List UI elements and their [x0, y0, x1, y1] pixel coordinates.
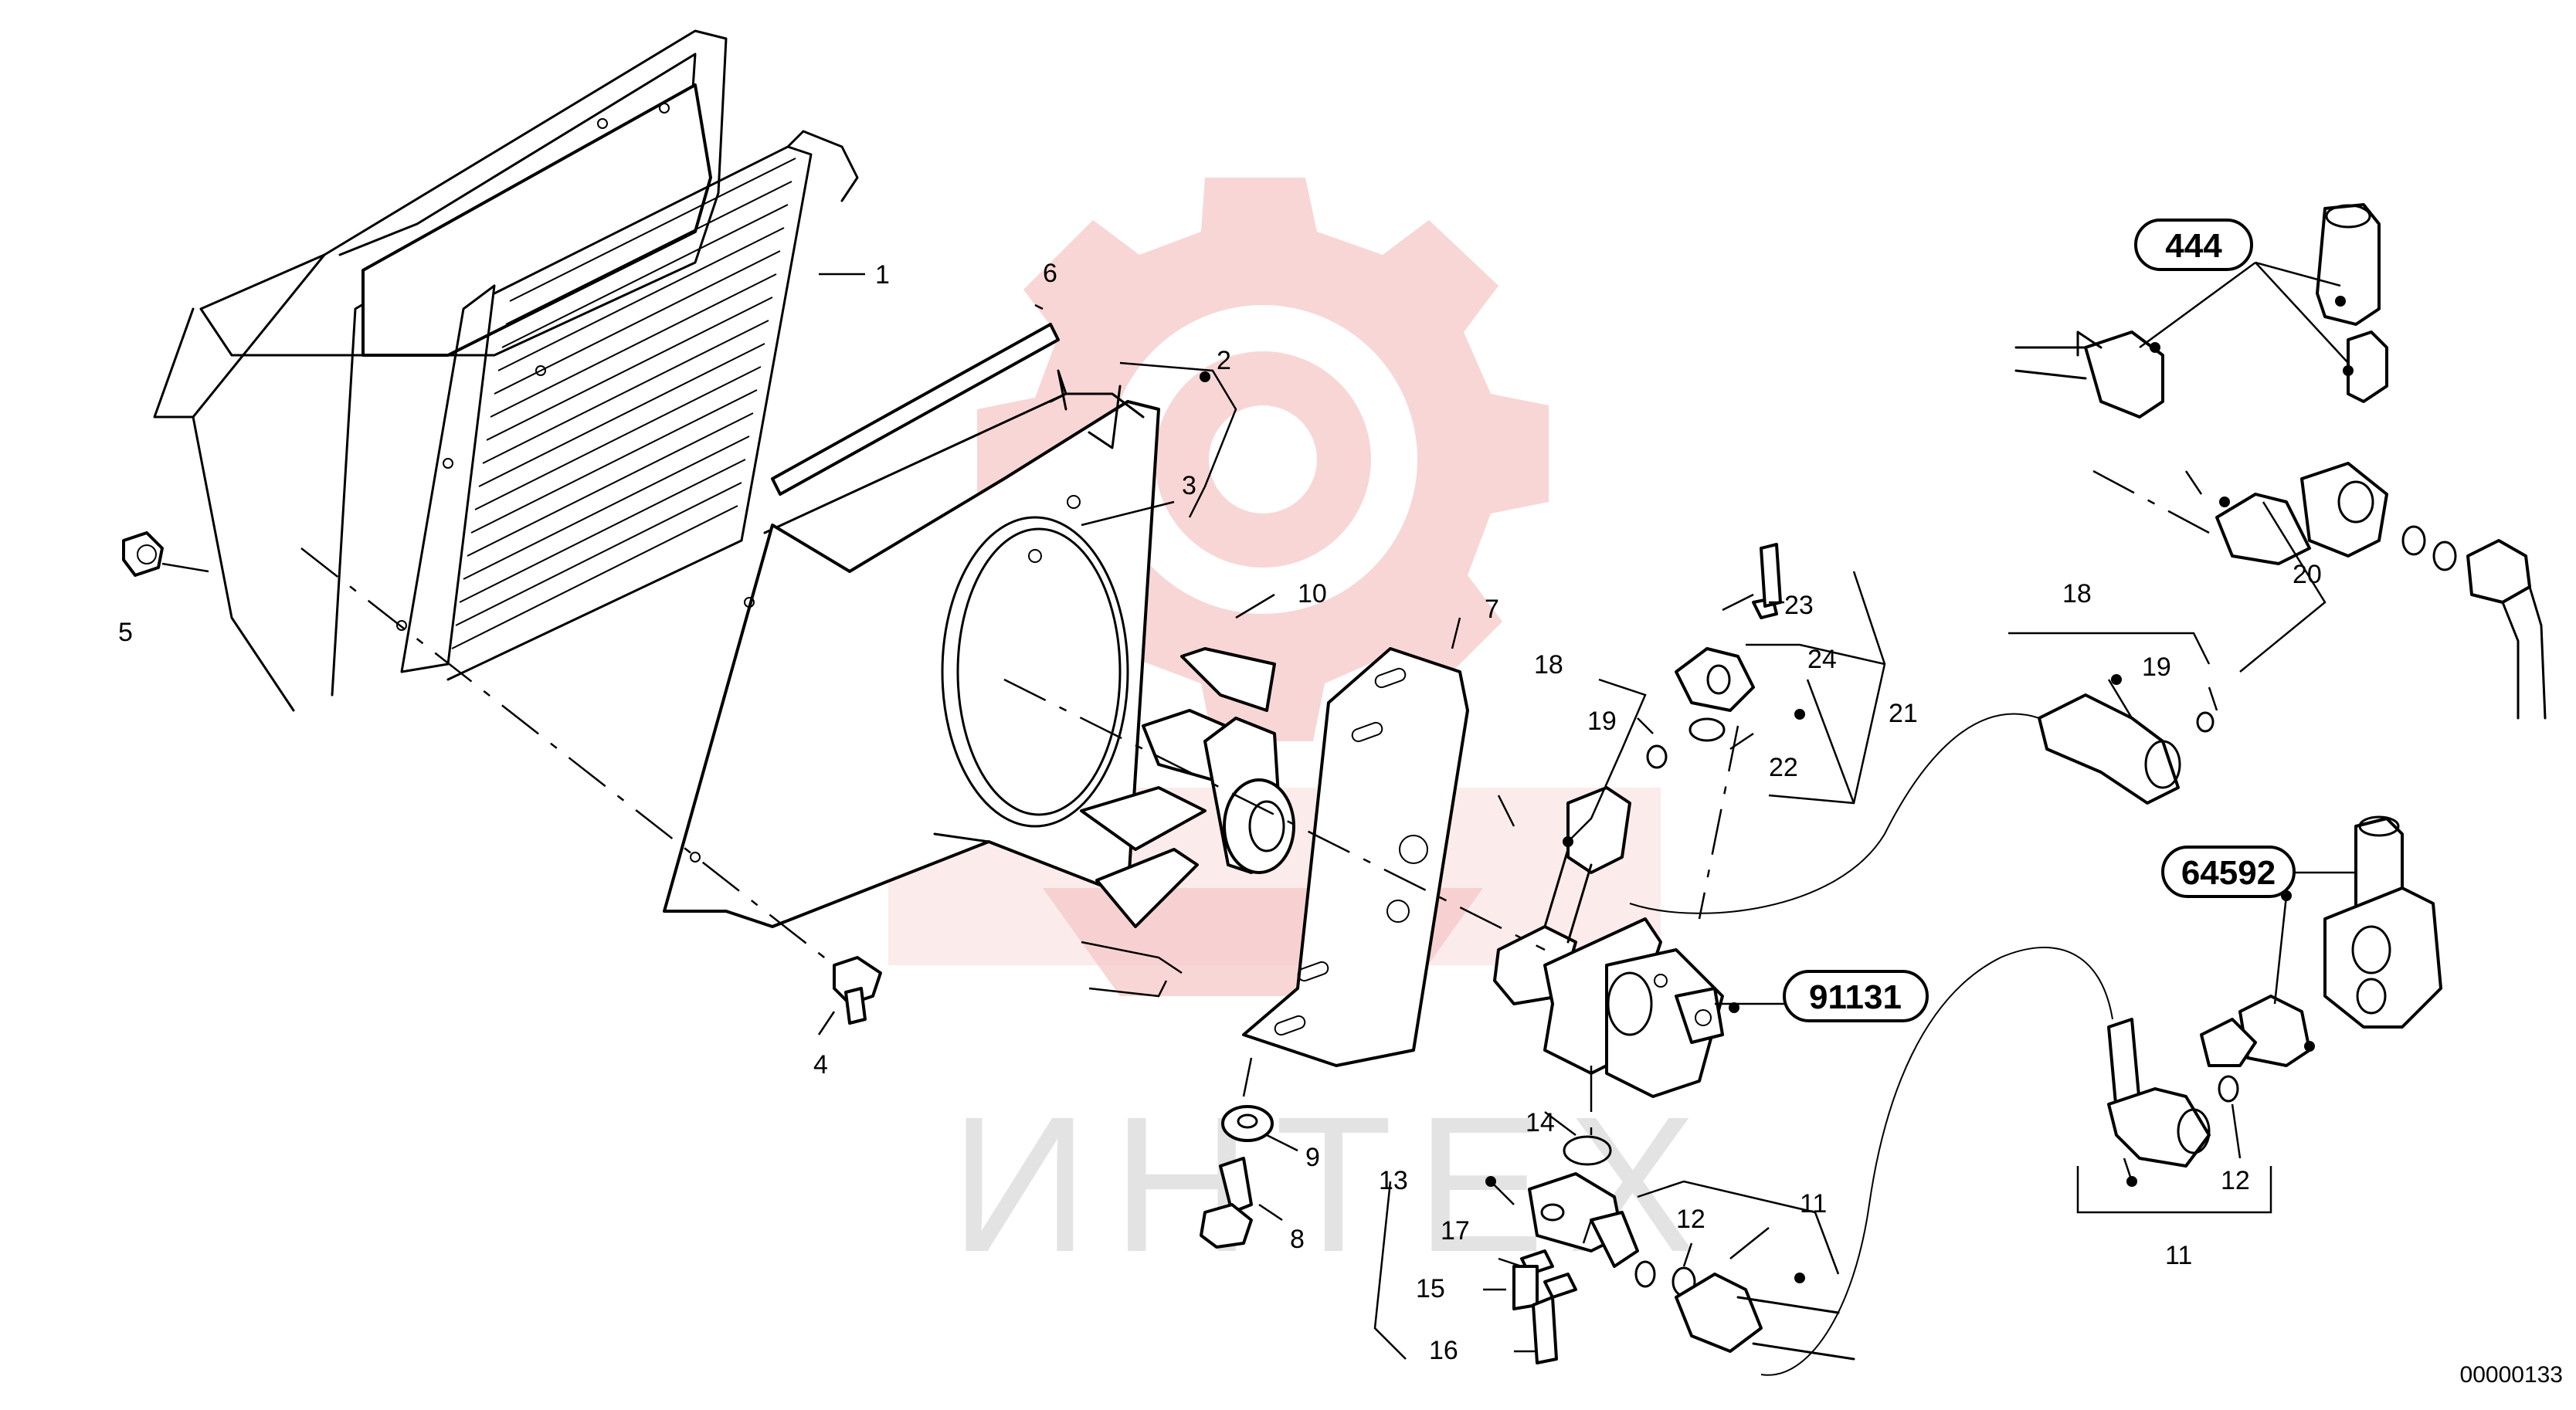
callout-14: 14	[1526, 1108, 1555, 1137]
callout-22: 22	[1769, 753, 1798, 782]
hose-part-18-right	[1629, 693, 2215, 914]
reference-91131: 91131	[1783, 970, 1929, 1022]
callout-19-left: 19	[1587, 707, 1617, 736]
callout-1: 1	[875, 260, 890, 290]
bolt-part-4	[833, 956, 882, 1025]
reference-444: 444	[2134, 219, 2253, 271]
flange-fitting-part-13	[1512, 1135, 1656, 1364]
nut-part-5	[122, 531, 164, 577]
callout-13: 13	[1379, 1166, 1408, 1195]
seal-strip-part-6	[771, 323, 1060, 496]
reference-91131-label: 91131	[1809, 978, 1902, 1016]
fan-shroud-part-2	[663, 369, 1160, 928]
callout-7: 7	[1485, 595, 1499, 624]
callout-8: 8	[1290, 1225, 1305, 1254]
callout-19-right: 19	[2142, 652, 2171, 682]
callout-23: 23	[1784, 591, 1814, 620]
callout-10: 10	[1298, 579, 1327, 608]
hose-part-11-right	[1760, 947, 2239, 1376]
callout-11-right: 11	[2165, 1241, 2192, 1270]
reference-64592-label: 64592	[2181, 854, 2276, 892]
washer-part-9	[1221, 1105, 1274, 1142]
reference-444-label: 444	[2165, 227, 2222, 265]
fittings-group-444	[2014, 203, 2547, 720]
valve-64592	[2200, 815, 2442, 1067]
watermark-text: ИНТЕХ	[950, 1076, 1719, 1292]
elbow-fitting-part-21	[1675, 543, 1782, 742]
bracket-part-7	[1242, 647, 1469, 1067]
callout-21: 21	[1889, 699, 1918, 728]
leader-dots	[1200, 296, 2354, 1283]
callout-4: 4	[813, 1050, 828, 1080]
callout-24: 24	[1807, 645, 1837, 674]
assembly-center-lines	[300, 469, 2210, 1143]
callout-15: 15	[1416, 1274, 1445, 1303]
callout-20: 20	[2293, 560, 2322, 589]
reference-64592: 64592	[2161, 846, 2296, 898]
callout-3: 3	[1182, 471, 1196, 500]
bolt-part-8	[1200, 1157, 1253, 1249]
hose-part-18-left	[1543, 744, 1668, 944]
callout-18-left: 18	[1534, 650, 1563, 680]
callout-12-bottom: 12	[1676, 1205, 1705, 1234]
callout-5: 5	[118, 618, 133, 647]
leader-lines	[161, 261, 2356, 1360]
callout-17: 17	[1441, 1216, 1470, 1246]
hydraulic-pump-91131	[1493, 917, 1724, 1098]
hose-part-11-bottom	[1672, 1266, 1855, 1361]
fan-part-10	[1080, 647, 1295, 928]
callout-6: 6	[1043, 259, 1057, 288]
callout-18-right: 18	[2062, 579, 2092, 608]
callout-labels: 1 2 3 4 5 6 7 8 9 10 11 11 12 12 13 14 1…	[118, 259, 2322, 1365]
radiator-part-1	[153, 29, 859, 712]
drawing-number: 00000133	[2460, 1362, 2563, 1388]
callout-2: 2	[1217, 346, 1231, 375]
radiator-fins	[446, 130, 859, 681]
callout-11-bottom: 11	[1800, 1189, 1827, 1218]
callout-12-right: 12	[2221, 1166, 2250, 1195]
callout-9: 9	[1305, 1143, 1320, 1172]
callout-16: 16	[1429, 1336, 1458, 1365]
